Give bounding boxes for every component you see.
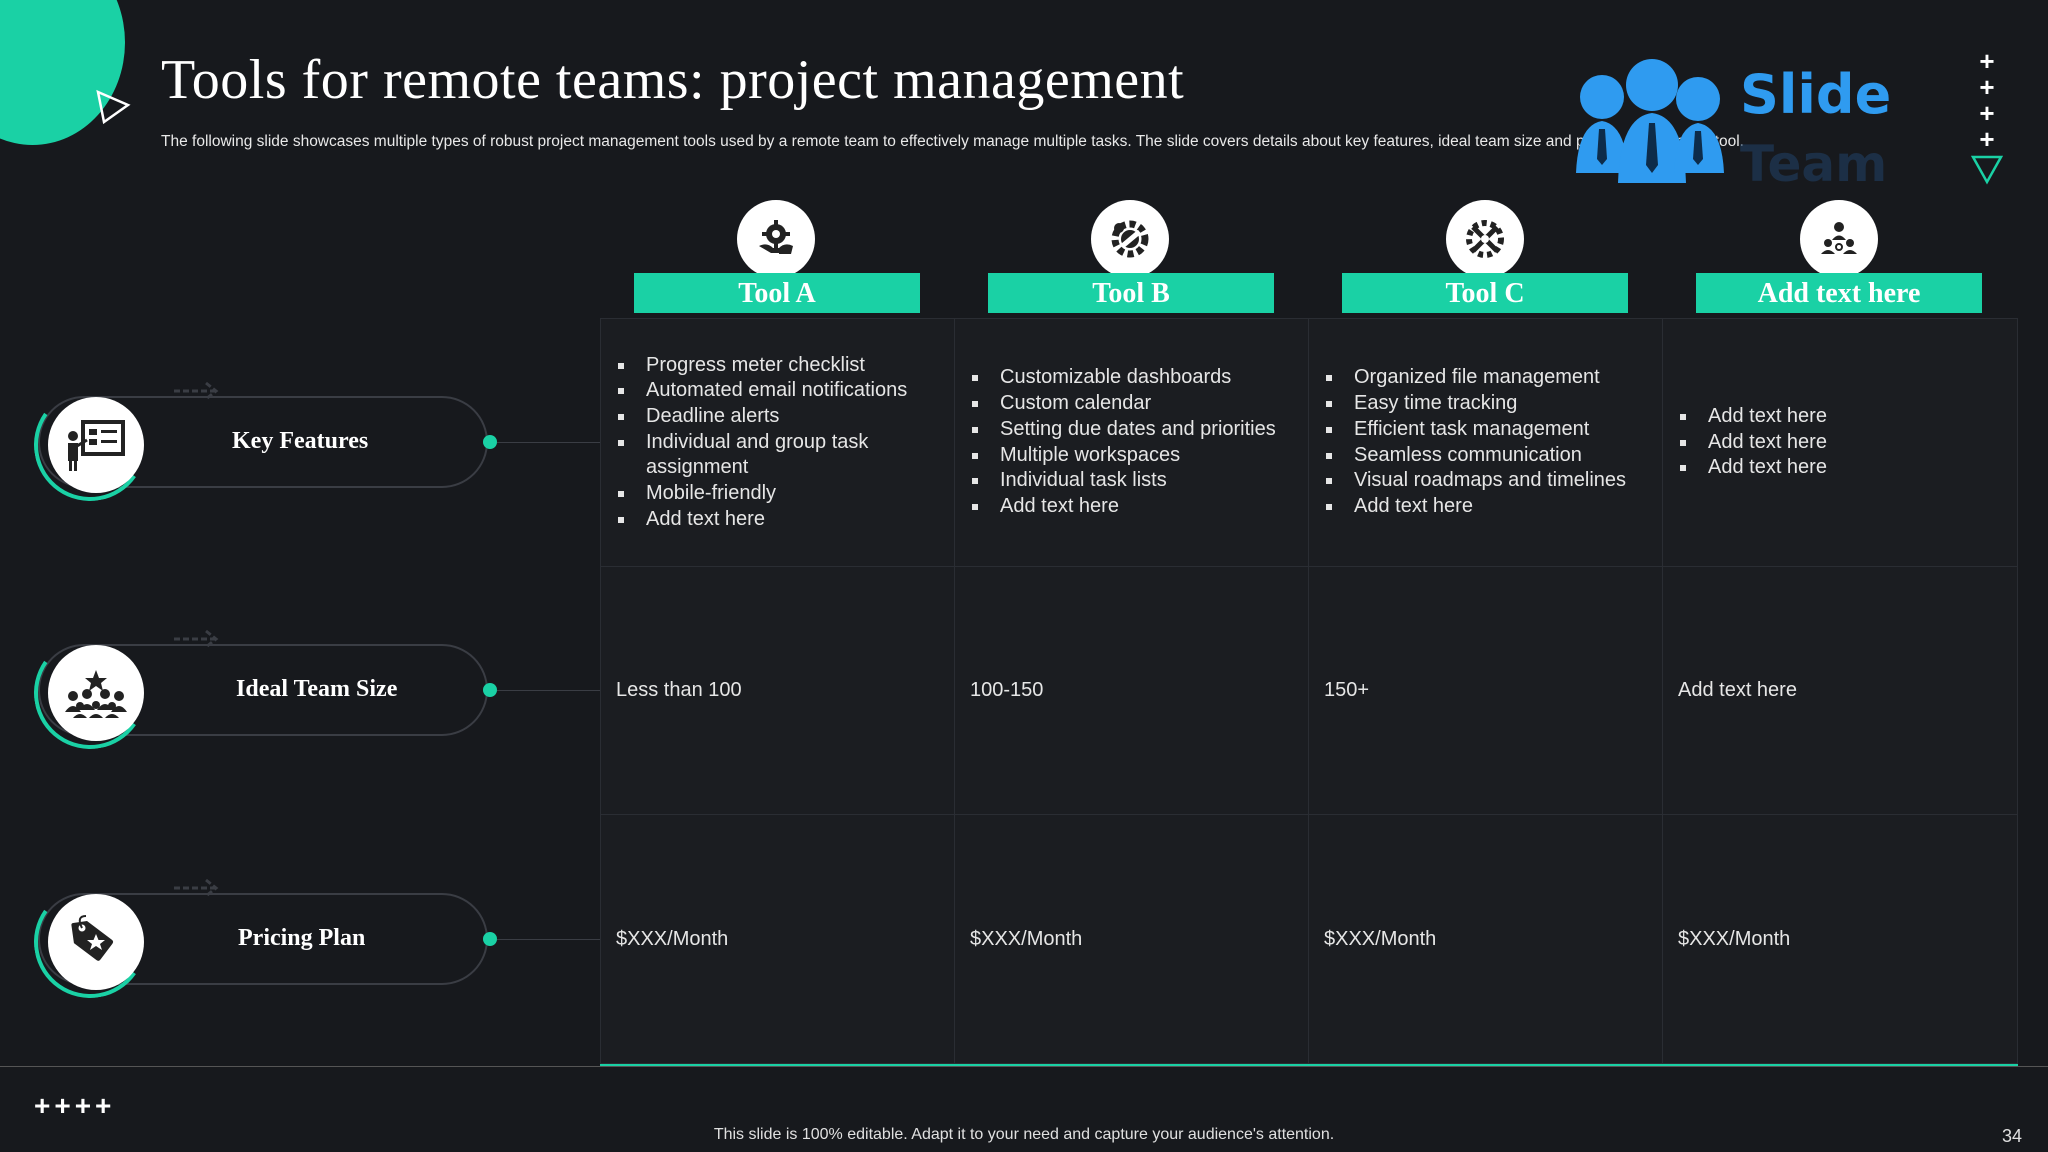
- arrow-right-icon: [174, 878, 219, 898]
- arrow-right-icon: [174, 381, 219, 401]
- tool-a-header: Tool A: [634, 273, 920, 313]
- page-title: Tools for remote teams: project manageme…: [161, 49, 1185, 111]
- team-people-icon: [1576, 59, 1724, 183]
- row-connector-line: [497, 939, 600, 940]
- list-item: Individual task lists: [972, 468, 1276, 494]
- list-item: Deadline alerts: [618, 404, 939, 430]
- list-item: Individual and group task assignment: [618, 430, 939, 481]
- plus-decoration-column: + + + +: [1976, 48, 1998, 152]
- page-number: 34: [2001, 1126, 2022, 1146]
- plus-icon: +: [1979, 46, 1995, 76]
- list-item: Customizable dashboards: [972, 365, 1276, 391]
- footer-divider: [0, 1066, 2048, 1067]
- row-connector-line: [497, 442, 600, 443]
- pricing-cell-tool-d: $XXX/Month: [1662, 814, 2018, 1064]
- plus-icon: +: [1979, 124, 1995, 154]
- pricing-cell-tool-c: $XXX/Month: [1308, 814, 1663, 1064]
- key-features-cell-tool-c: Organized file management Easy time trac…: [1308, 318, 1663, 567]
- tool-c-header: Tool C: [1342, 273, 1628, 313]
- plus-decoration-row: ++++: [34, 1090, 116, 1121]
- row-label-key-features: Key Features: [232, 428, 369, 454]
- slideteam-logo: Slide Team: [1570, 55, 1892, 193]
- list-item: Efficient task management: [1325, 417, 1626, 443]
- comparison-table: Progress meter checklist Automated email…: [600, 318, 2018, 1065]
- plus-icon: +: [1979, 72, 1995, 102]
- list-item: Progress meter checklist: [618, 353, 939, 379]
- tool-d-header: Add text here: [1696, 273, 1982, 313]
- row-label-ideal-team-size: Ideal Team Size: [236, 676, 398, 702]
- list-item: Mobile-friendly: [618, 481, 939, 507]
- gear-hand-icon: [737, 200, 815, 278]
- pricing-cell-tool-b: $XXX/Month: [954, 814, 1309, 1064]
- key-features-cell-tool-d: Add text here Add text here Add text her…: [1662, 318, 2018, 567]
- list-item: Add text here: [972, 494, 1276, 520]
- logo-word-team: Team: [1740, 135, 1888, 193]
- list-item: Multiple workspaces: [972, 443, 1276, 469]
- team-size-cell-tool-d: Add text here: [1662, 566, 2018, 815]
- team-gear-icon: [1800, 200, 1878, 278]
- team-size-cell-tool-b: 100-150: [954, 566, 1309, 815]
- list-item: Add text here: [618, 507, 939, 533]
- logo-word-slide: Slide: [1740, 63, 1892, 126]
- footer-note: This slide is 100% editable. Adapt it to…: [713, 1126, 1335, 1143]
- list-item: Setting due dates and priorities: [972, 417, 1276, 443]
- pricing-cell-tool-a: $XXX/Month: [600, 814, 955, 1064]
- crossed-tools-icon: [1446, 200, 1524, 278]
- row-connector-dot: [483, 435, 497, 449]
- row-connector-dot: [483, 932, 497, 946]
- plus-icon: +: [1979, 98, 1995, 128]
- team-size-cell-tool-c: 150+: [1308, 566, 1663, 815]
- list-item: Visual roadmaps and timelines: [1325, 468, 1626, 494]
- presentation-board-icon: [48, 397, 144, 493]
- list-item: Organized file management: [1325, 365, 1626, 391]
- row-connector-line: [497, 690, 600, 691]
- list-item: Add text here: [1325, 494, 1626, 520]
- price-tag-icon: [48, 894, 144, 990]
- list-item: Add text here: [1680, 455, 1827, 481]
- table-bottom-accent: [600, 1064, 2018, 1067]
- gear-wrench-icon: [1091, 200, 1169, 278]
- down-triangle-icon: [1971, 155, 2003, 185]
- key-features-cell-tool-a: Progress meter checklist Automated email…: [600, 318, 955, 567]
- row-label-pricing-plan: Pricing Plan: [238, 925, 366, 951]
- team-size-cell-tool-a: Less than 100: [600, 566, 955, 815]
- list-item: Add text here: [1680, 430, 1827, 456]
- team-star-icon: [48, 645, 144, 741]
- play-triangle-icon: [96, 89, 131, 125]
- tool-b-header: Tool B: [988, 273, 1274, 313]
- list-item: Custom calendar: [972, 391, 1276, 417]
- list-item: Add text here: [1680, 404, 1827, 430]
- list-item: Automated email notifications: [618, 378, 939, 404]
- arrow-right-icon: [174, 629, 219, 649]
- page-subtitle: The following slide showcases multiple t…: [161, 133, 1744, 150]
- key-features-cell-tool-b: Customizable dashboards Custom calendar …: [954, 318, 1309, 567]
- row-connector-dot: [483, 683, 497, 697]
- list-item: Easy time tracking: [1325, 391, 1626, 417]
- list-item: Seamless communication: [1325, 443, 1626, 469]
